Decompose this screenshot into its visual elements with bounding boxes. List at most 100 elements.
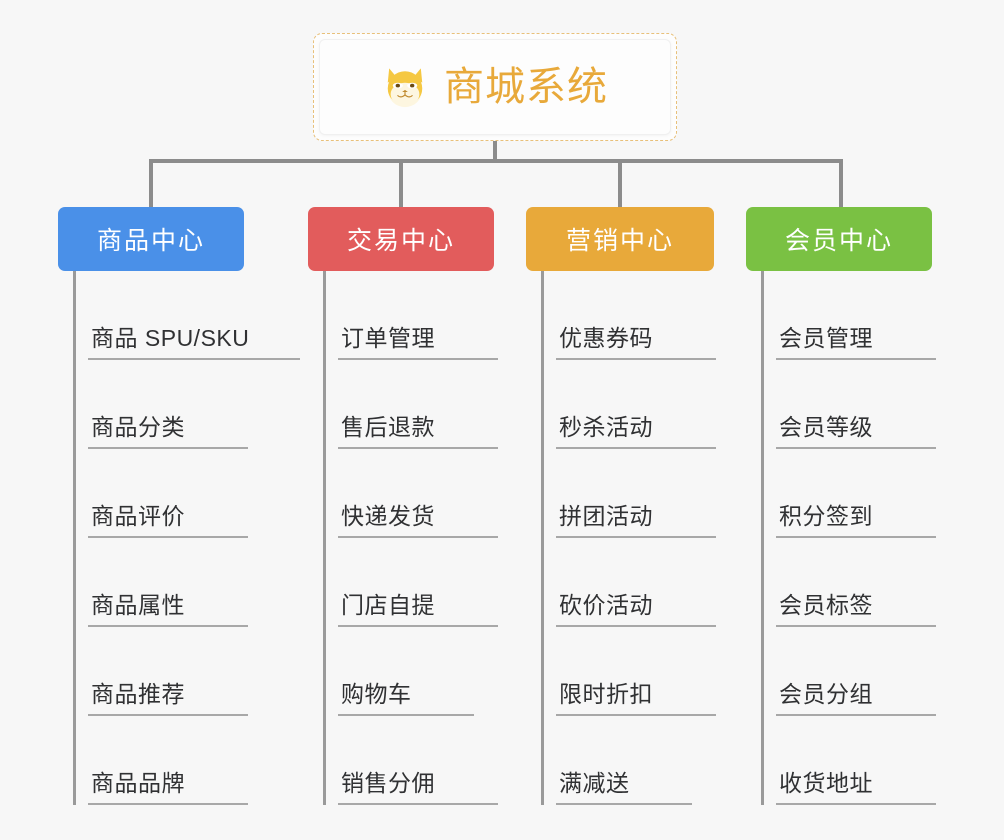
- leaf-item-rule: [338, 714, 474, 716]
- leaf-item-label: 商品属性: [91, 592, 185, 618]
- leaf-item-label: 快递发货: [341, 503, 435, 529]
- leaf-item[interactable]: 商品分类: [73, 360, 249, 449]
- leaf-item-label: 秒杀活动: [559, 414, 653, 440]
- category-header-member-center[interactable]: 会员中心: [746, 207, 932, 271]
- leaf-item[interactable]: 砍价活动: [541, 538, 716, 627]
- leaf-item[interactable]: 会员分组: [761, 627, 936, 716]
- leaf-item-label: 会员分组: [779, 681, 873, 707]
- leaf-item[interactable]: 商品品牌: [73, 716, 249, 805]
- leaf-item[interactable]: 拼团活动: [541, 449, 716, 538]
- leaf-item[interactable]: 优惠券码: [541, 271, 716, 360]
- leaf-item[interactable]: 订单管理: [323, 271, 498, 360]
- leaf-item[interactable]: 商品 SPU/SKU: [73, 271, 300, 360]
- connector-horizontal-bus: [149, 159, 843, 163]
- leaf-item-rule: [88, 358, 300, 360]
- root-title: 商城系统: [444, 65, 608, 109]
- leaf-item-rule: [776, 714, 936, 716]
- leaf-item[interactable]: 购物车: [323, 627, 494, 716]
- leaf-item[interactable]: 商品属性: [73, 538, 249, 627]
- leaf-item[interactable]: 限时折扣: [541, 627, 716, 716]
- category-header-label: 交易中心: [346, 227, 455, 255]
- leaf-item-label: 收货地址: [779, 770, 873, 796]
- leaf-spine: [73, 271, 76, 805]
- leaf-list-member-center: 会员管理会员等级积分签到会员标签会员分组收货地址: [746, 271, 936, 805]
- leaf-list-product-center: 商品 SPU/SKU 商品分类商品评价商品属性商品推荐商品品牌: [58, 271, 300, 805]
- leaf-item[interactable]: 商品评价: [73, 449, 249, 538]
- leaf-item-label: 商品推荐: [91, 681, 185, 707]
- column-trade-center: 交易中心订单管理售后退款快递发货门店自提购物车销售分佣: [308, 207, 498, 805]
- leaf-item-label: 商品分类: [91, 414, 185, 440]
- leaf-item-label: 商品品牌: [91, 770, 185, 796]
- category-header-trade-center[interactable]: 交易中心: [308, 207, 494, 271]
- connector-drop-member-center: [839, 159, 843, 207]
- leaf-item[interactable]: 门店自提: [323, 538, 498, 627]
- leaf-item-rule: [776, 803, 936, 805]
- leaf-item-label: 会员等级: [779, 414, 873, 440]
- leaf-item-rule: [338, 803, 498, 805]
- leaf-item-rule: [338, 447, 498, 449]
- leaf-item-label: 售后退款: [341, 414, 435, 440]
- column-product-center: 商品中心商品 SPU/SKU 商品分类商品评价商品属性商品推荐商品品牌: [58, 207, 300, 805]
- leaf-item-rule: [556, 536, 716, 538]
- leaf-item[interactable]: 会员标签: [761, 538, 936, 627]
- leaf-item-rule: [776, 536, 936, 538]
- leaf-item-rule: [338, 358, 498, 360]
- leaf-list-trade-center: 订单管理售后退款快递发货门店自提购物车销售分佣: [308, 271, 498, 805]
- leaf-item-label: 会员管理: [779, 325, 873, 351]
- leaf-item-rule: [88, 625, 248, 627]
- leaf-item-label: 订单管理: [341, 325, 435, 351]
- leaf-item-label: 购物车: [341, 681, 412, 707]
- leaf-item[interactable]: 积分签到: [761, 449, 936, 538]
- leaf-item-rule: [556, 714, 716, 716]
- leaf-item-label: 销售分佣: [341, 770, 435, 796]
- root-node-content: 商城系统: [382, 64, 608, 110]
- category-header-product-center[interactable]: 商品中心: [58, 207, 244, 271]
- connector-drop-marketing-center: [618, 159, 622, 207]
- leaf-item[interactable]: 商品推荐: [73, 627, 249, 716]
- leaf-item-label: 商品评价: [91, 503, 185, 529]
- leaf-item-rule: [338, 625, 498, 627]
- leaf-item[interactable]: 快递发货: [323, 449, 498, 538]
- leaf-item-rule: [556, 625, 716, 627]
- column-member-center: 会员中心会员管理会员等级积分签到会员标签会员分组收货地址: [746, 207, 936, 805]
- leaf-item-rule: [776, 447, 936, 449]
- connector-drop-trade-center: [399, 159, 403, 207]
- leaf-item-label: 砍价活动: [559, 592, 653, 618]
- category-header-label: 会员中心: [784, 227, 893, 255]
- leaf-item-label: 积分签到: [779, 503, 873, 529]
- leaf-item-label: 限时折扣: [559, 681, 653, 707]
- leaf-item-label: 拼团活动: [559, 503, 653, 529]
- leaf-spine: [323, 271, 326, 805]
- connector-root-stem: [493, 141, 497, 163]
- leaf-item-label: 会员标签: [779, 592, 873, 618]
- leaf-item-rule: [776, 358, 936, 360]
- leaf-item[interactable]: 收货地址: [761, 716, 936, 805]
- category-header-label: 营销中心: [565, 227, 674, 255]
- leaf-item-rule: [88, 536, 248, 538]
- leaf-item-label: 满减送: [559, 770, 630, 796]
- shiba-dog-icon: [387, 68, 423, 108]
- leaf-item[interactable]: 会员管理: [761, 271, 936, 360]
- leaf-item-rule: [776, 625, 936, 627]
- leaf-item[interactable]: 满减送: [541, 716, 714, 805]
- leaf-item-rule: [88, 447, 248, 449]
- leaf-item-rule: [88, 803, 248, 805]
- leaf-spine: [541, 271, 544, 805]
- root-node[interactable]: 商城系统: [313, 33, 677, 141]
- connector-drop-product-center: [149, 159, 153, 207]
- leaf-item-rule: [556, 358, 716, 360]
- leaf-item-label: 商品 SPU/SKU: [91, 325, 250, 351]
- leaf-item-label: 优惠券码: [559, 325, 653, 351]
- category-header-label: 商品中心: [96, 227, 205, 255]
- leaf-item-rule: [88, 714, 248, 716]
- leaf-item-rule: [556, 447, 716, 449]
- leaf-item[interactable]: 销售分佣: [323, 716, 498, 805]
- leaf-item[interactable]: 售后退款: [323, 360, 498, 449]
- leaf-item[interactable]: 会员等级: [761, 360, 936, 449]
- leaf-item-rule: [338, 536, 498, 538]
- leaf-item[interactable]: 秒杀活动: [541, 360, 716, 449]
- column-marketing-center: 营销中心优惠券码秒杀活动拼团活动砍价活动限时折扣满减送: [526, 207, 716, 805]
- category-header-marketing-center[interactable]: 营销中心: [526, 207, 714, 271]
- root-node-card: [319, 39, 671, 135]
- leaf-item-rule: [556, 803, 692, 805]
